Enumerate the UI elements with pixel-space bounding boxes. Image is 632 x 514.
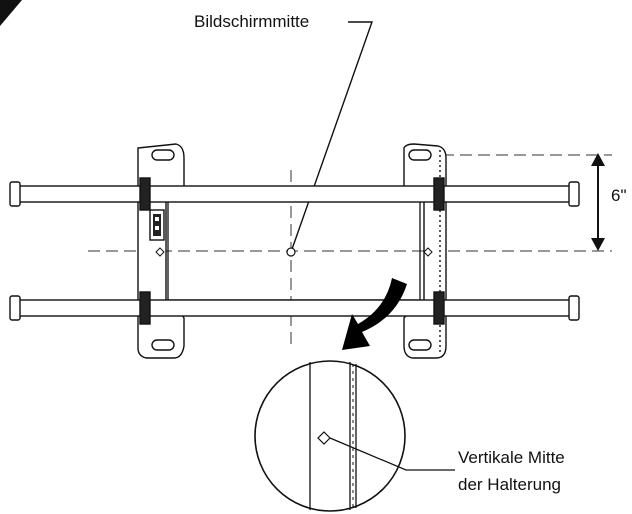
screen-center-leader [290, 21, 373, 253]
magnified-detail [254, 360, 406, 512]
right-bracket-center-mark [423, 247, 433, 257]
offset-dimension-label: 6" [611, 186, 627, 205]
vertical-center-leader [329, 437, 455, 471]
offset-dimension-arrow [591, 153, 605, 251]
curved-pointing-arrow [342, 278, 407, 350]
screen-center-label: Bildschirmmitte [194, 12, 309, 31]
upper-rail [9, 177, 580, 211]
corner-mark [0, 0, 22, 26]
screen-center-marker [286, 247, 296, 257]
vertical-center-label-line1: Vertikale Mitte [458, 448, 565, 467]
left-bracket-center-mark [155, 247, 165, 257]
vertical-center-label-line2: der Halterung [458, 475, 561, 494]
lower-rail [9, 291, 580, 325]
